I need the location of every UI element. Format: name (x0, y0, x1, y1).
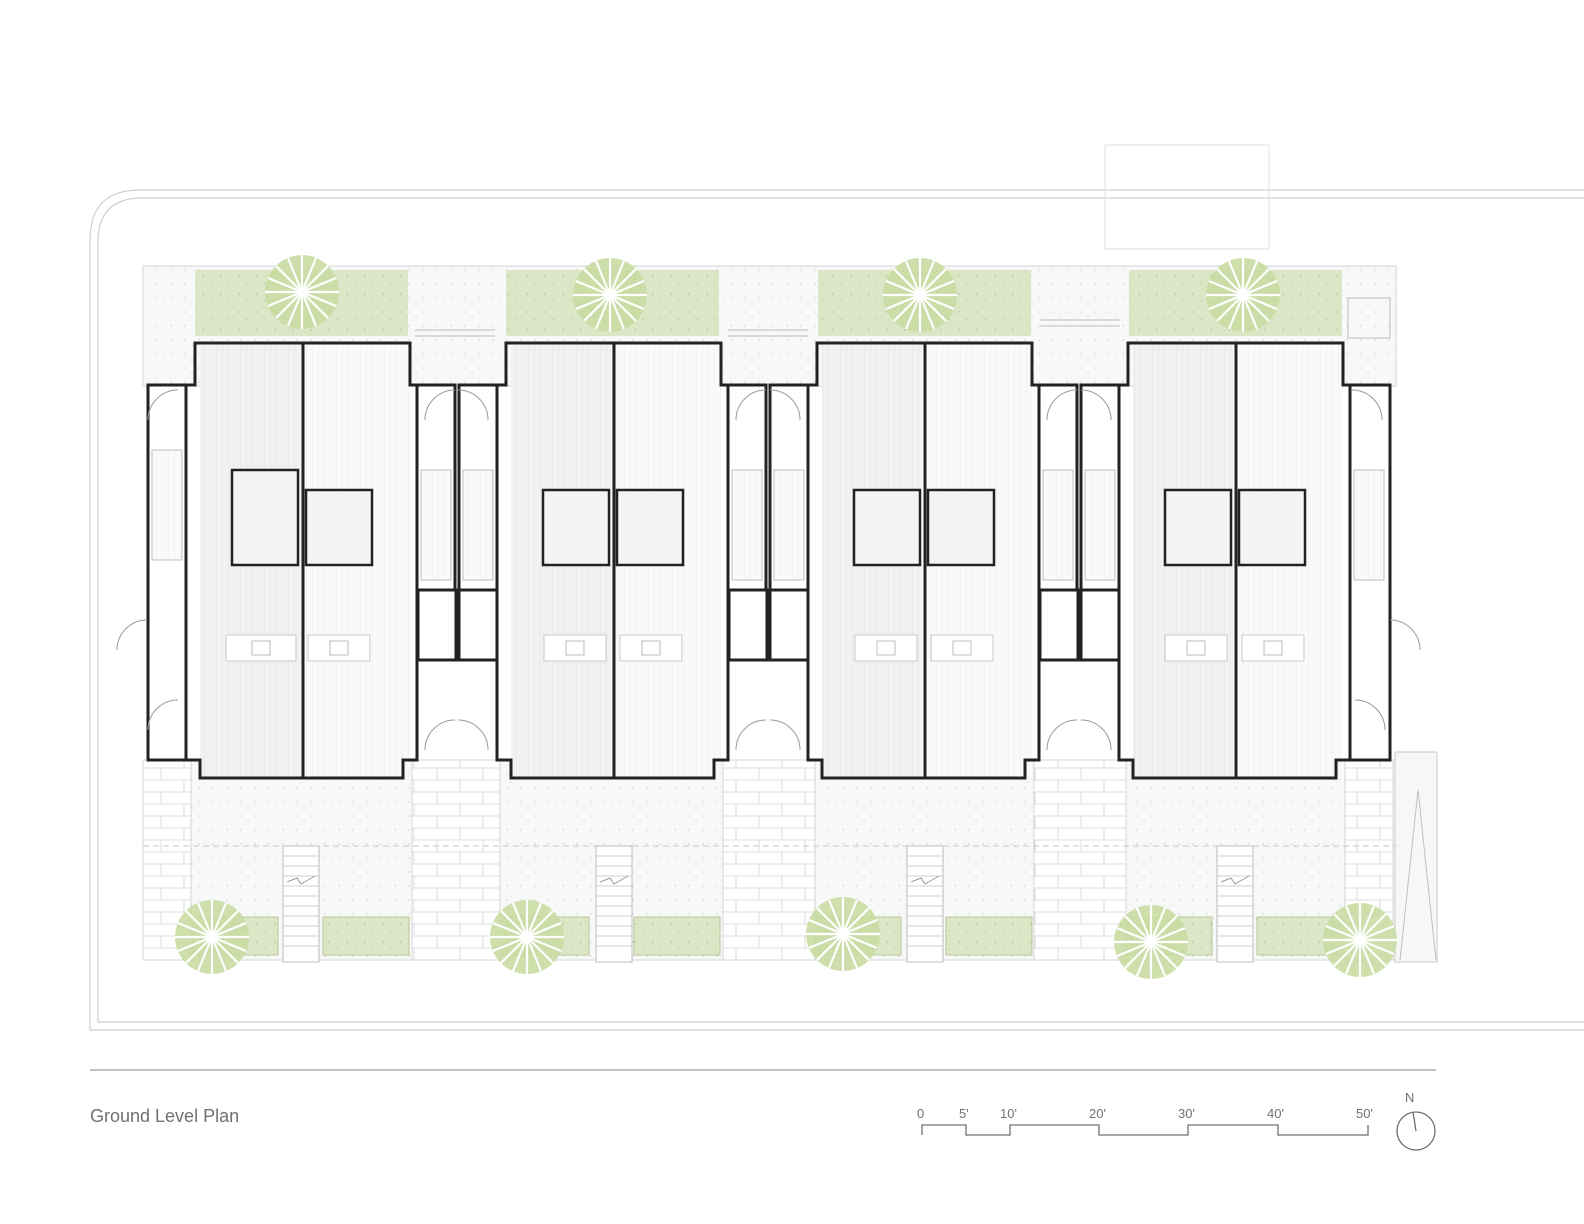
planting-bed-s4 (633, 916, 721, 956)
building-3 (806, 341, 1041, 780)
scale-label-20: 20' (1089, 1106, 1106, 1121)
tree-n2 (571, 256, 649, 334)
entry-closets (416, 588, 1121, 662)
scale-bar: 0 5' 10' 20' 30' 40' 50' (917, 1106, 1373, 1136)
tree-s1 (173, 898, 251, 976)
door-swings (116, 389, 1421, 751)
kitchen-islands (225, 634, 1305, 662)
exterior-stair-1 (282, 845, 320, 963)
tree-n1 (263, 253, 341, 331)
scale-label-40: 40' (1267, 1106, 1284, 1121)
planting-bed-s6 (945, 916, 1033, 956)
interior-stairs (151, 449, 1385, 581)
exterior-stair-4 (1216, 845, 1254, 963)
cores (230, 468, 1307, 567)
tree-n3 (881, 256, 959, 334)
north-arrow-icon: N (1396, 1090, 1436, 1151)
tree-s3 (804, 895, 882, 973)
exterior-stair-2 (595, 845, 633, 963)
scale-label-5: 5' (959, 1106, 969, 1121)
brick-strip-2 (411, 759, 501, 961)
scale-label-30: 30' (1178, 1106, 1195, 1121)
site-boundary-inner (97, 197, 1584, 1023)
brick-strip-4 (1033, 759, 1127, 961)
tree-s5 (1321, 901, 1399, 979)
scale-label-10: 10' (1000, 1106, 1017, 1121)
tree-n4 (1204, 256, 1282, 334)
ramp-area (1394, 751, 1438, 963)
plan-title: Ground Level Plan (90, 1106, 240, 1126)
scale-label-50: 50' (1356, 1106, 1373, 1121)
utility-box (1104, 144, 1270, 250)
exterior-stair-3 (906, 845, 944, 963)
building-4 (1117, 341, 1352, 780)
building-2 (495, 341, 730, 780)
site-boundary-outer (89, 189, 1584, 1031)
scale-label-0: 0 (917, 1106, 924, 1121)
brick-strip-3 (722, 759, 816, 961)
planting-bed-s2 (322, 916, 410, 956)
sinks (251, 640, 1283, 656)
tree-s2 (488, 898, 566, 976)
north-label: N (1405, 1090, 1414, 1105)
fence-segments (415, 297, 1391, 339)
building-1 (184, 341, 419, 780)
tree-s4 (1112, 903, 1190, 981)
